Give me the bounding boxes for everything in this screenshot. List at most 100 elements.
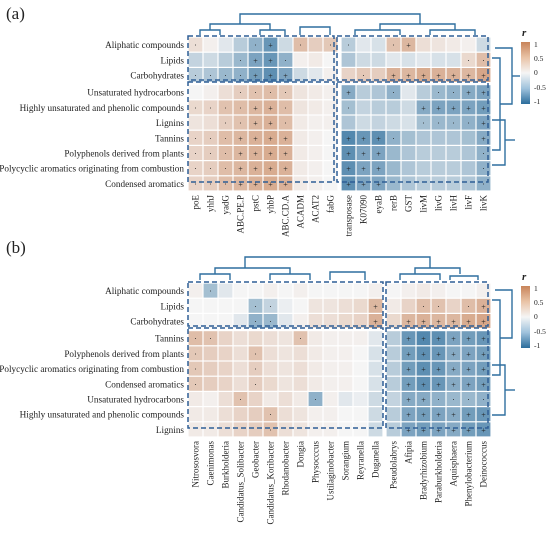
significance-marker: + <box>406 365 411 374</box>
heatmap-cell <box>278 376 293 391</box>
heatmap-cell <box>386 161 401 176</box>
significance-marker: · <box>422 119 425 128</box>
heatmap-cell <box>293 115 308 130</box>
legend-tick: -1 <box>534 97 540 106</box>
heatmap-cell <box>323 85 338 100</box>
heatmap-cell <box>278 146 293 160</box>
heatmap-cell <box>293 407 308 422</box>
significance-marker: + <box>466 89 471 98</box>
column-label: yadG <box>221 195 231 215</box>
heatmap-cell <box>203 392 218 406</box>
significance-marker: + <box>481 302 486 311</box>
heatmap-cell <box>431 115 446 130</box>
heatmap-cell <box>416 283 431 298</box>
significance-marker: · <box>437 119 440 128</box>
significance-marker: + <box>451 335 456 344</box>
heatmap-cell <box>386 68 401 82</box>
heatmap-cell <box>308 331 323 346</box>
column-label: Geobacter <box>251 441 261 478</box>
heatmap-cell <box>401 176 416 191</box>
heatmap-cell <box>323 176 338 191</box>
heatmap-cell <box>431 376 446 391</box>
heatmap-cell <box>431 37 446 52</box>
significance-marker: + <box>268 56 273 65</box>
heatmap-cell <box>431 100 446 115</box>
column-label: Duganella <box>371 441 381 478</box>
row-label: Aliphatic compounds <box>105 286 184 296</box>
heatmap-cell <box>446 52 461 67</box>
significance-marker: · <box>482 56 485 65</box>
heatmap-cell <box>446 146 461 160</box>
significance-marker: + <box>466 350 471 359</box>
significance-marker: + <box>346 165 351 174</box>
significance-marker: · <box>209 287 212 296</box>
heatmap-cell <box>233 161 248 176</box>
heatmap-cell <box>218 52 233 67</box>
heatmap-cell <box>323 331 338 346</box>
heatmap-cell <box>248 392 263 406</box>
heatmap-cell <box>368 422 383 437</box>
heatmap-cell <box>263 176 278 191</box>
significance-marker: · <box>224 104 227 113</box>
significance-marker: + <box>451 72 456 81</box>
significance-marker: · <box>254 365 257 374</box>
legend-bar <box>521 286 530 348</box>
heatmap-cell <box>278 392 293 406</box>
column-label: Afipia <box>404 441 414 464</box>
significance-marker: + <box>376 134 381 143</box>
heatmap-cell <box>386 407 401 422</box>
column-label: Aquisphaera <box>449 441 459 486</box>
significance-marker: · <box>452 119 455 128</box>
heatmap-cell <box>308 37 323 52</box>
heatmap-cell <box>323 130 338 145</box>
column-label: Dongia <box>296 441 306 468</box>
heatmap-cell <box>248 176 263 191</box>
significance-marker: + <box>421 318 426 327</box>
column-label: Reyranella <box>356 441 366 480</box>
heatmap-cell <box>263 130 278 145</box>
heatmap-cell <box>461 100 476 115</box>
heatmap-cell <box>416 130 431 145</box>
heatmap-cell <box>371 85 386 100</box>
significance-marker: · <box>254 302 257 311</box>
significance-marker: + <box>373 318 378 327</box>
heatmap-cell <box>293 37 308 52</box>
heatmap-cell <box>323 407 338 422</box>
significance-marker: + <box>346 89 351 98</box>
legend-tick: 1 <box>534 40 538 49</box>
significance-marker: + <box>346 180 351 189</box>
heatmap-cell <box>248 376 263 391</box>
significance-marker: · <box>224 119 227 128</box>
row-label: Unsaturated hydrocarbons <box>87 88 184 98</box>
heatmap-cell <box>218 146 233 160</box>
row-label: Polyphenols derived from plants <box>64 349 184 359</box>
row-dendrogram <box>492 289 515 416</box>
significance-marker: + <box>268 165 273 174</box>
heatmap-cell <box>371 115 386 130</box>
significance-marker: · <box>347 104 350 113</box>
heatmap-cell <box>368 314 383 328</box>
heatmap-cell <box>293 176 308 191</box>
heatmap-cell <box>248 346 263 361</box>
row-label: Lignins <box>156 425 184 435</box>
column-label: Ustilaginobacter <box>326 441 336 500</box>
heatmap-cell <box>401 422 416 437</box>
heatmap-cell <box>188 52 203 67</box>
significance-marker: · <box>224 180 227 189</box>
heatmap-cell <box>188 115 203 130</box>
heatmap-cell <box>446 346 461 361</box>
heatmap-cell <box>263 68 278 82</box>
heatmap-cell <box>368 346 383 361</box>
heatmap-cell <box>401 331 416 346</box>
heatmap-cell <box>218 85 233 100</box>
significance-marker: + <box>346 150 351 159</box>
significance-marker: + <box>268 72 273 81</box>
significance-marker: · <box>194 380 197 389</box>
heatmap-cell <box>416 361 431 376</box>
significance-marker: + <box>406 426 411 435</box>
heatmap-cell <box>356 85 371 100</box>
heatmap-cell <box>248 331 263 346</box>
heatmap-cell <box>218 314 233 328</box>
legend-tick: 0 <box>534 68 538 77</box>
heatmap-cell <box>248 130 263 145</box>
